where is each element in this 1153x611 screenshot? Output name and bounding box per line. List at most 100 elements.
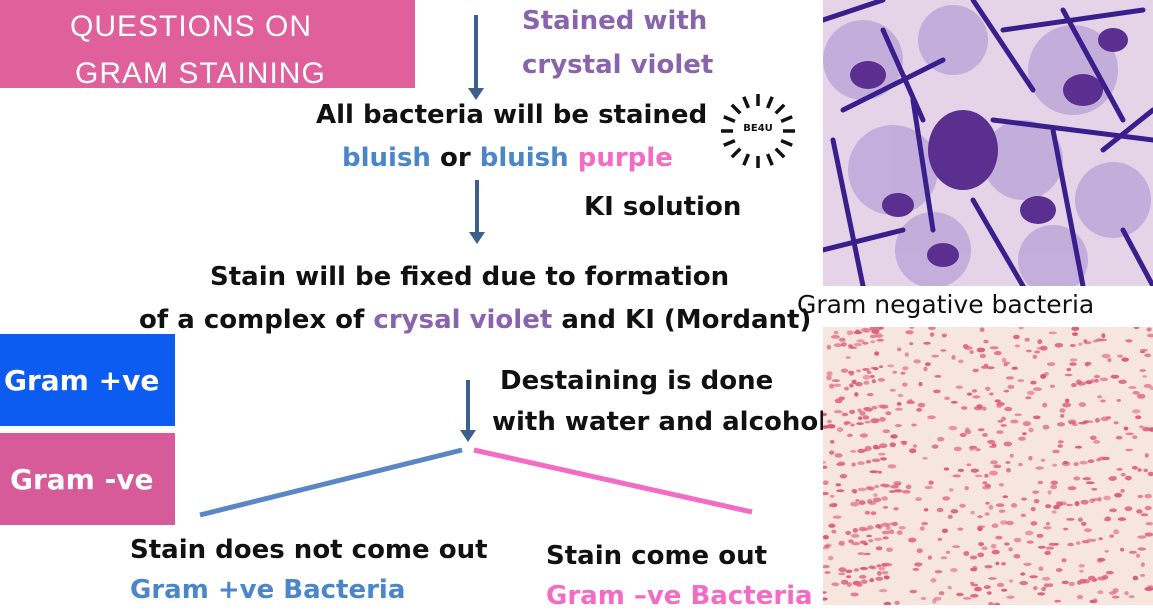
bacterium-dot — [865, 446, 872, 451]
bacterium-dot — [1132, 435, 1137, 439]
bacterium-dot — [846, 575, 851, 578]
bacterium-dot — [1006, 468, 1011, 473]
bacterium-dot — [996, 503, 1005, 507]
bacterium-dot — [946, 551, 950, 554]
bacterium-dot — [928, 555, 932, 559]
bacterium-dot — [1084, 528, 1092, 532]
bacterium-dot — [995, 562, 999, 565]
bacterium-dot — [828, 556, 834, 560]
bacterium-dot — [1025, 396, 1031, 399]
bacterium-dot — [1004, 407, 1012, 411]
bacterium-dot — [905, 330, 913, 334]
bacterium-dot — [939, 591, 945, 595]
bacterium-dot — [1045, 504, 1051, 508]
bacterium-dot — [1052, 510, 1057, 513]
bacterium-dot — [1020, 572, 1025, 575]
bacterium-dot — [867, 393, 874, 396]
bacterium-dot — [1138, 547, 1147, 550]
bacterium-dot — [1018, 437, 1026, 441]
bacterium-dot — [1112, 476, 1116, 480]
bacterium-dot — [871, 340, 875, 343]
bacterium-dot — [1021, 514, 1026, 517]
bacterium-dot — [861, 328, 869, 332]
bacterium-dot — [1114, 421, 1119, 424]
bacterium-dot — [967, 463, 972, 466]
bacterium-dot — [857, 449, 865, 453]
bacterium-dot — [866, 460, 871, 464]
bacterium-dot — [879, 443, 888, 448]
bacterium-dot — [863, 553, 870, 556]
bacterium-dot — [915, 497, 922, 501]
bacterium-dot — [883, 536, 889, 539]
bacterium-dot — [1028, 456, 1032, 461]
result2-text-a: of a complex of — [139, 305, 373, 335]
bacterium-dot — [1129, 595, 1135, 598]
bacterium-dot — [886, 548, 893, 553]
bacterium-dot — [881, 496, 888, 500]
bacterium-dot — [982, 433, 988, 437]
bacterium-dot — [861, 580, 868, 584]
bacterium-dot — [1038, 546, 1046, 549]
bacterium-dot — [890, 434, 897, 438]
bacterium-dot — [849, 346, 857, 349]
bacterium-dot — [973, 566, 978, 570]
bacterium-dot — [908, 399, 913, 403]
bacterium-dot — [980, 327, 985, 332]
bacterium-dot — [856, 369, 861, 372]
bacterium-dot — [882, 531, 890, 535]
bacterium-dot — [913, 444, 917, 448]
bacterium-dot — [984, 474, 988, 478]
bacterium-dot — [920, 526, 925, 530]
result2-crystal-violet: crysal violet — [373, 305, 552, 335]
bacterium-dot — [1124, 591, 1128, 595]
bacterium-dot — [1058, 444, 1063, 448]
bacterium-dot — [1017, 379, 1024, 382]
bacterium-dot — [989, 393, 993, 396]
bacterium-dot — [984, 585, 991, 589]
bacterium-dot — [959, 504, 965, 508]
bacterium-dot — [838, 573, 845, 576]
bacterium-dot — [827, 424, 836, 428]
bacterium-dot — [1051, 481, 1058, 485]
bacterium-dot — [1056, 568, 1063, 572]
bacterium-dot — [900, 441, 907, 444]
bacterium-dot — [933, 390, 941, 394]
bacterium-dot — [1085, 380, 1092, 384]
bacterium-dot — [1109, 508, 1117, 512]
bacterium-dot — [905, 352, 909, 356]
bacterium-dot — [1097, 497, 1101, 501]
bacterium-dot — [961, 406, 967, 409]
bacterium-dot — [879, 567, 885, 571]
outcome-right-line2: Gram –ve Bacteria — [546, 581, 813, 611]
bacterium-dot — [1105, 516, 1111, 521]
bacterium-dot — [885, 411, 891, 415]
bacterium-dot — [942, 529, 948, 533]
bacterium-dot — [830, 440, 834, 444]
result1-word-purple: purple — [569, 143, 673, 173]
bacterium-dot — [1136, 509, 1142, 513]
bacterium-dot — [1021, 497, 1027, 500]
bacterium-dot — [1137, 535, 1146, 538]
bacterium-dot — [892, 522, 898, 526]
bacterium-dot — [1147, 327, 1152, 331]
bacterium-dot — [1146, 522, 1153, 525]
bacterium-dot — [878, 404, 887, 408]
bacterium-dot — [879, 589, 887, 592]
bacterium-dot — [1076, 380, 1082, 385]
bacterium-dot — [1012, 367, 1018, 370]
bacterium-dot — [839, 541, 845, 546]
bacterium-dot — [1059, 501, 1067, 505]
bacterium-dot — [857, 461, 864, 465]
bacterium-dot — [854, 392, 858, 397]
bacterium-dot — [1120, 489, 1124, 493]
bacterium-dot — [984, 364, 989, 367]
bacterium-dot — [1145, 506, 1152, 510]
bacterium-dot — [890, 485, 898, 489]
legend-gram-positive-label: Gram +ve — [4, 364, 159, 397]
bacterium-dot — [1120, 548, 1124, 552]
bacterium-dot — [977, 553, 984, 558]
bacterium-dot — [932, 444, 939, 448]
bacterium-dot — [921, 597, 927, 600]
bacterium-dot — [1088, 459, 1095, 463]
bacterium-dot — [858, 416, 863, 420]
